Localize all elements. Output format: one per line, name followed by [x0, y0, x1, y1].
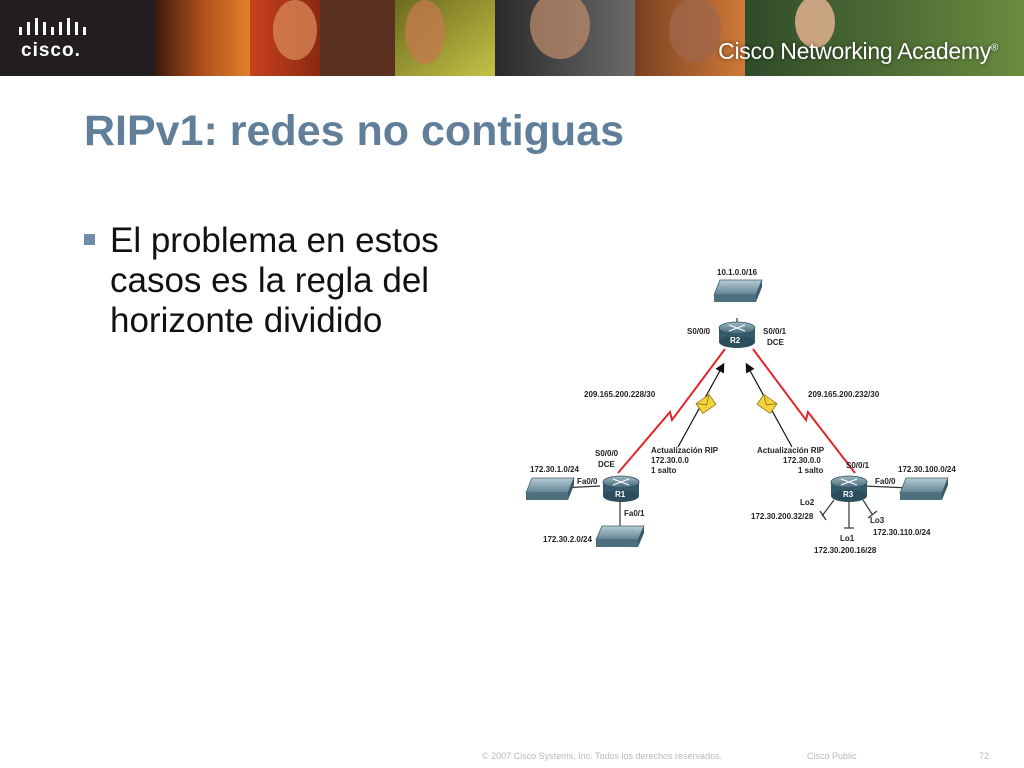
right-envelope-icon — [756, 393, 778, 415]
r2-left-port-label: S0/0/0 — [687, 327, 711, 336]
header-banner: cisco. — [0, 0, 1024, 76]
top-network-label: 10.1.0.0/16 — [717, 268, 758, 277]
r3-fa00-label: Fa0/0 — [875, 477, 896, 486]
r3-serial-label: S0/0/1 — [846, 461, 870, 470]
switch-r3-right-icon — [899, 477, 949, 500]
r1-dce-label: DCE — [598, 460, 616, 469]
wan-links — [559, 318, 911, 532]
left-update-line-1: Actualización RIP — [651, 446, 719, 455]
footer-copyright: © 2007 Cisco Systems, Inc. Todos los der… — [482, 751, 723, 761]
footer-page-number: 72 — [979, 751, 990, 761]
right-update-line-2: 172.30.0.0 — [783, 456, 821, 465]
left-update-line-3: 1 salto — [651, 466, 676, 475]
r1-fa01-network-label: 172.30.2.0/24 — [543, 535, 592, 544]
left-serial-link — [617, 348, 726, 474]
cisco-logo: cisco. — [0, 0, 155, 76]
r1-fa01-label: Fa0/1 — [624, 509, 645, 518]
router-r3-label: R3 — [843, 490, 854, 499]
bullet-square-icon — [84, 234, 95, 245]
networking-academy-title: Cisco Networking Academy® — [718, 38, 998, 64]
router-r2-label: R2 — [730, 336, 741, 345]
r1-fa00-label: Fa0/0 — [577, 477, 598, 486]
router-r2-icon — [718, 321, 756, 348]
r3-fa00-network-label: 172.30.100.0/24 — [898, 465, 956, 474]
router-r1-icon — [602, 475, 640, 502]
left-update-line-2: 172.30.0.0 — [651, 456, 689, 465]
left-link-network-label: 209.165.200.228/30 — [584, 390, 656, 399]
lo1-network-label: 172.30.200.16/28 — [814, 546, 877, 555]
switch-r1-left-icon — [525, 477, 575, 500]
header-photo-strip — [155, 0, 1024, 76]
bullet-item: El problema en estos casos es la regla d… — [110, 221, 439, 340]
cisco-bars-icon — [19, 18, 86, 35]
lo1-label: Lo1 — [840, 534, 855, 543]
lo3-network-label: 172.30.110.0/24 — [873, 528, 931, 537]
r2-right-port-label: S0/0/1 — [763, 327, 787, 336]
left-envelope-icon — [695, 393, 717, 415]
lo2-label: Lo2 — [800, 498, 815, 507]
slide-title: RIPv1: redes no contiguas — [84, 107, 625, 155]
router-r3-icon — [830, 475, 868, 502]
logo-word: cisco. — [21, 40, 81, 61]
footer-classification: Cisco Public — [807, 751, 857, 761]
switch-r1-bottom-icon — [595, 525, 645, 547]
lo2-network-label: 172.30.200.32/28 — [751, 512, 814, 521]
r2-dce-label: DCE — [767, 338, 785, 347]
r1-serial-label: S0/0/0 — [595, 449, 619, 458]
r1-fa00-network-label: 172.30.1.0/24 — [530, 465, 579, 474]
right-link-network-label: 209.165.200.232/30 — [808, 390, 880, 399]
lo3-label: Lo3 — [870, 516, 885, 525]
right-update-line-1: Actualización RIP — [757, 446, 825, 455]
network-diagram: R2 R1 R3 10.1.0.0/16 S0/0/0 S0/0/1 DCE 2… — [525, 268, 956, 555]
lo3-link — [862, 499, 873, 515]
right-serial-link — [752, 348, 856, 474]
switch-top-icon — [713, 279, 763, 302]
router-r1-label: R1 — [615, 490, 626, 499]
right-update-line-3: 1 salto — [798, 466, 823, 475]
lo2-link — [821, 499, 835, 517]
